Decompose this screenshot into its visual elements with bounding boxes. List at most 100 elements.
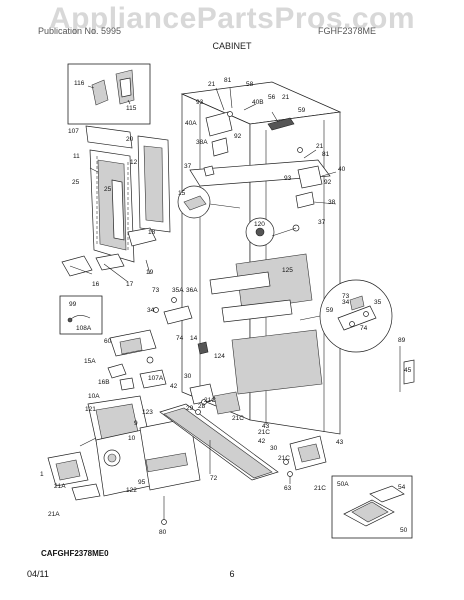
callout-45: 45: [404, 367, 412, 374]
side-bracket: [399, 346, 415, 392]
callout-81: 81: [322, 151, 330, 158]
callout-17: 17: [126, 281, 134, 288]
callout-123: 123: [142, 409, 153, 416]
callout-50: 50: [400, 527, 408, 534]
callout-74: 74: [360, 325, 368, 332]
callout-21C: 21C: [278, 455, 290, 462]
callout-37: 37: [184, 163, 192, 170]
callout-35A: 35A: [172, 287, 184, 294]
callout-63: 63: [284, 485, 292, 492]
model-code: CAFGHF2378ME0: [41, 549, 109, 558]
callout-16: 16: [92, 281, 100, 288]
callout-59: 59: [298, 107, 306, 114]
inset-box-115-116: [67, 63, 151, 125]
callout-108A: 108A: [76, 325, 92, 332]
callout-10: 10: [128, 435, 136, 442]
callout-15A: 15A: [84, 358, 96, 365]
callout-11: 11: [73, 153, 80, 160]
detail-circle-15: [177, 185, 241, 219]
control-panel-assembly: [47, 395, 201, 525]
callout-14: 14: [190, 335, 198, 342]
detail-circle-120: [245, 217, 297, 247]
callout-124: 124: [214, 353, 225, 360]
callout-29: 29: [186, 405, 194, 412]
callout-42: 42: [170, 383, 178, 390]
callout-59: 59: [326, 307, 334, 314]
callout-25: 25: [72, 179, 80, 186]
callout-16B: 16B: [98, 379, 110, 386]
lower-hinge-assembly: [189, 383, 327, 484]
callout-21C: 21C: [204, 397, 216, 404]
footer-date: 04/11: [27, 569, 49, 579]
detail-circle-hinge: [299, 279, 393, 353]
callout-38: 38: [328, 199, 336, 206]
callout-43: 43: [262, 423, 270, 430]
callout-99: 99: [69, 301, 77, 308]
callout-21C: 21C: [232, 415, 244, 422]
left-panel-assembly: [61, 125, 171, 283]
callout-40B: 40B: [252, 99, 264, 106]
callout-10A: 10A: [88, 393, 100, 400]
callout-116: 116: [74, 80, 85, 87]
callout-42: 42: [258, 438, 266, 445]
callout-58: 58: [246, 81, 254, 88]
callout-50A: 50A: [337, 481, 349, 488]
callout-21: 21: [316, 143, 324, 150]
callout-12: 12: [130, 159, 138, 166]
page-number: 6: [229, 569, 235, 579]
callout-30: 30: [184, 373, 192, 380]
callout-107: 107: [68, 128, 79, 135]
callout-121: 121: [85, 406, 96, 413]
callout-21: 21: [282, 94, 290, 101]
callout-21: 21: [208, 81, 216, 88]
callout-74: 74: [176, 335, 184, 342]
callout-36A: 36A: [186, 287, 198, 294]
callout-15: 15: [178, 190, 186, 197]
callout-54: 54: [398, 484, 406, 491]
callout-20: 20: [126, 136, 134, 143]
callout-1: 1: [40, 471, 44, 478]
callout-93: 93: [284, 175, 292, 182]
callout-25: 25: [104, 186, 112, 193]
callout-9: 9: [134, 420, 138, 427]
callout-122: 122: [126, 487, 137, 494]
callout-81: 81: [224, 77, 232, 84]
callout-89: 89: [398, 337, 406, 344]
callout-95: 95: [138, 479, 146, 486]
callout-125: 125: [282, 267, 293, 274]
page-title: CABINET: [212, 41, 252, 51]
leader-lines: [79, 87, 337, 447]
callout-72: 72: [210, 475, 218, 482]
callout-73: 73: [342, 293, 350, 300]
callout-73: 73: [152, 287, 160, 294]
callout-21C: 21C: [258, 429, 270, 436]
callout-18: 18: [148, 229, 156, 236]
callout-115: 115: [126, 105, 137, 112]
callout-38A: 38A: [196, 139, 208, 146]
callout-40A: 40A: [185, 120, 197, 127]
callout-80: 80: [159, 529, 167, 536]
callout-21A: 21A: [48, 511, 60, 518]
callout-107A: 107A: [148, 375, 164, 382]
lower-grille-72: [159, 403, 279, 481]
inset-box-50: [331, 475, 413, 539]
callout-34: 34: [147, 307, 155, 314]
callout-34: 34: [342, 299, 350, 306]
callout-60: 60: [104, 338, 112, 345]
callout-28: 28: [198, 403, 206, 410]
callout-19: 19: [146, 269, 154, 276]
watermark: AppliancePartsPros.com: [48, 2, 416, 35]
main-cabinet: [180, 81, 342, 435]
callout-21A: 21A: [54, 483, 66, 490]
callout-92: 92: [324, 179, 332, 186]
callout-93: 93: [196, 99, 204, 106]
control-assembly: [59, 295, 209, 391]
callout-92: 92: [234, 133, 242, 140]
callout-37: 37: [318, 219, 326, 226]
publication-number: Publication No. 5995: [38, 26, 122, 36]
callout-21C: 21C: [314, 485, 326, 492]
callout-30: 30: [270, 445, 278, 452]
callout-35: 35: [374, 299, 382, 306]
callout-56: 56: [268, 94, 276, 101]
